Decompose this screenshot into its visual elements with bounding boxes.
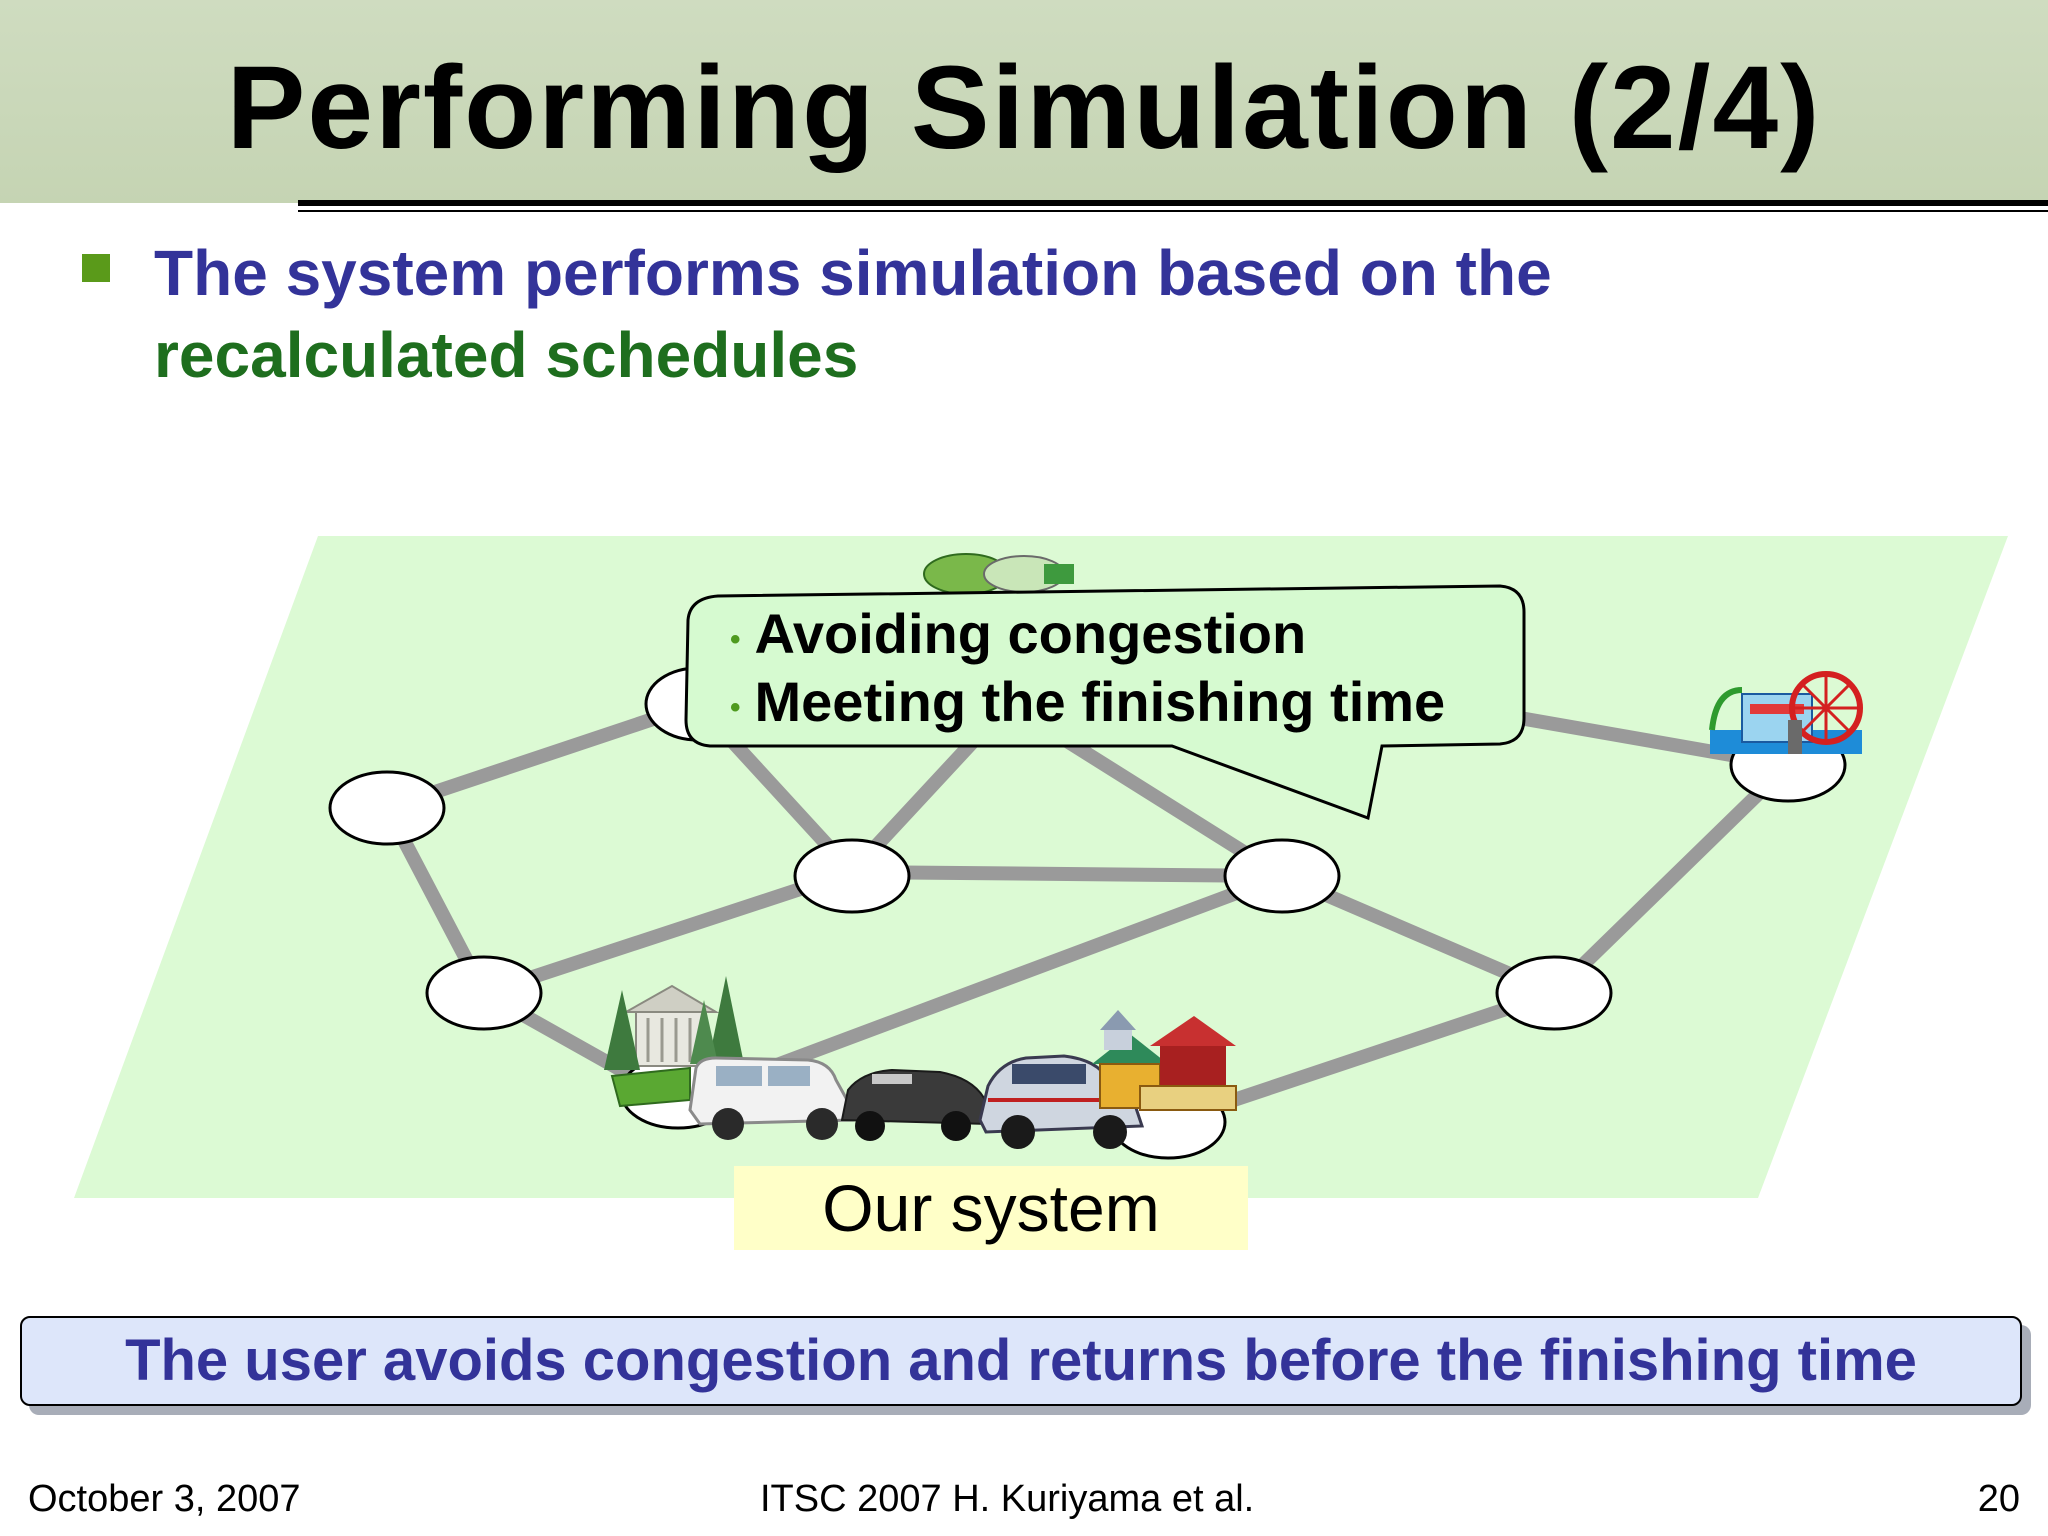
stadium-icon xyxy=(923,553,1074,595)
temple-icon xyxy=(1092,1010,1237,1111)
node xyxy=(1223,838,1341,914)
conclusion-box: The user avoids congestion and returns b… xyxy=(20,1316,2022,1406)
bullet-dot-icon: • xyxy=(730,623,741,656)
node xyxy=(1495,955,1613,1031)
node xyxy=(328,770,446,846)
convertible-car-icon xyxy=(840,1068,990,1141)
callout-item-text: Meeting the finishing time xyxy=(754,670,1446,733)
bullet-dot-icon: • xyxy=(730,691,741,724)
our-system-label: Our system xyxy=(734,1166,1248,1250)
title-bar xyxy=(0,0,2048,203)
callout-text: • Avoiding congestion • Meeting the finish… xyxy=(730,600,1445,736)
node xyxy=(425,955,543,1031)
suv-car-icon xyxy=(688,1056,854,1140)
title-rule xyxy=(298,200,2048,206)
footer-date: October 3, 2007 xyxy=(28,1478,301,1520)
footer-conference: ITSC 2007 H. Kuriyama et al. xyxy=(760,1478,1255,1520)
footer-page-number: 20 xyxy=(1977,1478,2020,1520)
slide-title: Performing Simulation (2/4) xyxy=(226,42,1822,174)
callout-item-text: Avoiding congestion xyxy=(754,602,1307,665)
bullet-text-part2: recalculated schedules xyxy=(154,319,859,391)
node xyxy=(793,838,911,914)
title-rule-thin xyxy=(298,210,2048,212)
callout-item: • Meeting the finishing time xyxy=(730,668,1445,736)
callout-bubble xyxy=(684,584,1526,821)
bullet-text-part1: The system performs simulation based on … xyxy=(154,237,1552,309)
bullet-square-icon xyxy=(82,254,110,282)
bullet-text: The system performs simulation based on … xyxy=(154,232,1954,396)
amusement-park-icon xyxy=(1709,671,1863,754)
callout-item: • Avoiding congestion xyxy=(730,600,1445,668)
